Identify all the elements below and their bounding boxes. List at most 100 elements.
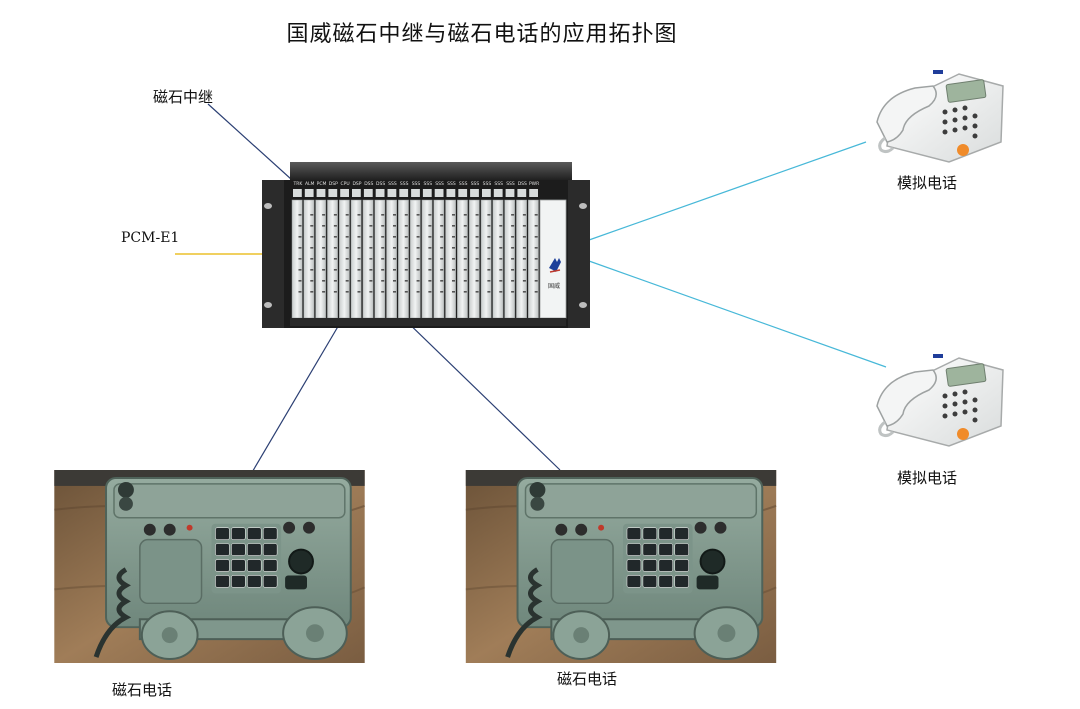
port-indicator	[393, 214, 396, 216]
port-indicator	[298, 236, 302, 238]
slot-label: CPU	[341, 181, 350, 187]
port-indicator	[322, 269, 326, 271]
port-indicator	[369, 247, 373, 249]
slot-label-plate	[493, 189, 503, 197]
port-indicator	[499, 291, 503, 293]
analog-phone-top-image	[875, 68, 1004, 164]
port-indicator	[416, 214, 420, 216]
port-indicator	[298, 225, 302, 227]
port-indicator	[357, 214, 361, 216]
slot-label-plate	[352, 189, 361, 197]
slot-label-plate	[399, 189, 409, 197]
port-indicator	[440, 236, 444, 238]
port-indicator	[357, 280, 361, 282]
magneto-phone-left-image	[54, 470, 364, 663]
brand-text: 国威	[548, 282, 560, 290]
slot-label-plate	[411, 189, 420, 197]
port-indicator	[357, 225, 361, 227]
port-indicator	[345, 280, 349, 282]
port-indicator	[310, 247, 314, 249]
port-indicator	[416, 247, 420, 249]
port-indicator	[475, 247, 479, 249]
slot-label: PWR	[529, 181, 539, 187]
port-indicator	[416, 258, 420, 260]
port-indicator	[428, 225, 432, 227]
port-indicator	[393, 225, 396, 227]
port-indicator	[381, 214, 385, 216]
magneto-trunk-label: 磁石中继	[153, 88, 214, 106]
port-indicator	[333, 236, 337, 238]
port-indicator	[428, 247, 432, 249]
port-indicator	[428, 291, 432, 293]
port-indicator	[333, 225, 337, 227]
port-indicator	[416, 280, 420, 282]
port-indicator	[333, 280, 337, 282]
port-indicator	[487, 214, 491, 216]
port-indicator	[345, 258, 349, 260]
port-indicator	[440, 269, 444, 271]
port-indicator	[511, 280, 515, 282]
analog-phone-top-label: 模拟电话	[897, 174, 958, 192]
slot-label: SSS	[494, 181, 503, 187]
slot-label: DSS	[376, 181, 385, 187]
slot-label-plate	[482, 189, 491, 197]
slot-label: SSS	[506, 181, 515, 187]
port-indicator	[381, 258, 385, 260]
port-indicator	[357, 258, 361, 260]
slot-label-plate	[328, 189, 338, 197]
slot-label: SSS	[424, 181, 433, 187]
slot-label-plate	[529, 189, 538, 197]
port-indicator	[475, 291, 479, 293]
port-indicator	[452, 269, 455, 271]
port-indicator	[310, 291, 314, 293]
port-indicator	[345, 247, 349, 249]
port-indicator	[522, 291, 526, 293]
port-indicator	[452, 291, 455, 293]
port-indicator	[333, 247, 337, 249]
port-indicator	[440, 280, 444, 282]
slot-label-plate	[422, 189, 432, 197]
port-indicator	[463, 291, 467, 293]
port-indicator	[463, 236, 467, 238]
port-indicator	[298, 214, 302, 216]
slot-label: DSP	[352, 181, 361, 187]
port-indicator	[322, 280, 326, 282]
port-indicator	[310, 269, 314, 271]
slot-label-plate	[304, 189, 314, 197]
port-indicator	[393, 269, 396, 271]
port-indicator	[475, 236, 479, 238]
port-indicator	[499, 225, 503, 227]
port-indicator	[322, 214, 326, 216]
slot-label: SSS	[400, 181, 409, 187]
port-indicator	[369, 269, 373, 271]
port-indicator	[499, 247, 503, 249]
analog-phone-bottom-image	[875, 352, 1004, 448]
port-indicator	[452, 280, 455, 282]
port-indicator	[322, 225, 326, 227]
port-indicator	[298, 291, 302, 293]
port-indicator	[428, 258, 432, 260]
port-indicator	[357, 247, 361, 249]
port-indicator	[487, 247, 491, 249]
port-indicator	[534, 214, 538, 216]
slot-label: DSP	[329, 181, 338, 187]
port-indicator	[452, 258, 455, 260]
port-indicator	[499, 269, 503, 271]
port-indicator	[298, 280, 302, 282]
analog-phone-bottom-label: 模拟电话	[897, 469, 958, 487]
analog-link-line-top	[588, 141, 867, 241]
port-indicator	[487, 225, 491, 227]
port-indicator	[404, 247, 408, 249]
slot-label-plate	[434, 189, 444, 197]
port-indicator	[522, 280, 526, 282]
port-indicator	[487, 236, 491, 238]
port-indicator	[463, 258, 467, 260]
slot-label-plate	[505, 189, 515, 197]
port-indicator	[345, 236, 349, 238]
port-indicator	[404, 280, 408, 282]
port-indicator	[322, 258, 326, 260]
port-indicator	[440, 247, 444, 249]
port-indicator	[475, 225, 479, 227]
port-indicator	[522, 247, 526, 249]
